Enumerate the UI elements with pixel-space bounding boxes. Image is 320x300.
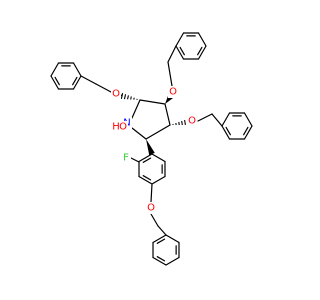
atom-fluorine: F (121, 152, 131, 164)
bond-c5-n (131, 127, 147, 140)
hashed-bond-c2-ch2 (127, 95, 129, 100)
fluoroaryl-ring-double-bond (142, 175, 152, 181)
benzyl-ring-top-right-bond (175, 32, 185, 47)
bond-o-ch2-d (150, 213, 159, 227)
benzyl-ring-bottom-double-bond (156, 256, 166, 262)
fluoroaryl-ring-bond (151, 175, 166, 185)
fluoroaryl-ring-bond (138, 175, 153, 185)
atom-o-aryl-benzyloxy: O (146, 202, 156, 214)
bond-ch2-d (157, 225, 167, 236)
bond-ch2-c (211, 113, 223, 127)
atom-o-top-benzyloxy: O (168, 86, 178, 98)
bond-layer (50, 32, 253, 266)
benzyl-ring-top-left-bond (72, 62, 82, 77)
hashed-bond-c4-o (184, 119, 186, 126)
benzyl-ring-top-left-double-bond (54, 76, 60, 86)
fluoroaryl-ring-bond (151, 153, 166, 163)
atom-label-layer: O O O N H O F O (111, 86, 197, 214)
benzyl-ring-top-left-bond (50, 62, 60, 77)
bond-o-ch2-c (197, 113, 213, 122)
bond-c-f (130, 157, 140, 163)
bond-ch2-o-a (95, 83, 112, 93)
label-o-aryl-benzyloxy: O (147, 203, 155, 214)
label-o-on-n: O (119, 122, 127, 133)
benzyl-ring-right-bond (221, 112, 231, 127)
fluoroaryl-ring-double-bond (142, 157, 152, 163)
bond-c4-c5 (145, 124, 171, 140)
bond-ch2-b (167, 45, 177, 63)
benzyl-ring-bottom-double-bond (156, 238, 166, 244)
hashed-bond-c2-ch2 (123, 94, 127, 100)
bond-c3-c4 (164, 103, 171, 126)
benzyl-ring-bottom-bond (152, 234, 167, 244)
benzyl-ring-top-right-bond (175, 45, 185, 60)
bond-c2-c3 (139, 99, 166, 105)
benzyl-ring-bottom-bond (165, 256, 180, 266)
benzyl-ring-right-bond (243, 112, 253, 127)
bond-ch2-a (80, 75, 97, 85)
bond-ch2-o-b (167, 61, 173, 87)
atom-o-right-benzyloxy: O (187, 115, 197, 127)
bond-aryl-o (150, 183, 153, 203)
bond-n-c2 (131, 99, 141, 119)
hashed-bond-c4-o (181, 120, 183, 126)
benzyl-ring-top-left-double-bond (72, 76, 78, 86)
label-o-benzyloxymethyl: O (112, 89, 120, 100)
label-o-right-benzyloxy: O (188, 116, 196, 127)
atom-o-benzyloxymethyl: O (111, 88, 121, 100)
benzyl-ring-top-left-bond (50, 75, 60, 90)
benzyl-ring-top-right-bond (197, 45, 207, 60)
hashed-bond-c2-ch2 (130, 96, 132, 100)
benzyl-ring-bottom-bond (165, 234, 180, 244)
label-o-top-benzyloxy: O (169, 87, 177, 98)
benzyl-ring-right-double-bond (243, 126, 249, 136)
benzyl-ring-top-right-bond (197, 32, 207, 47)
wedge-bond-c5-aryl (146, 139, 155, 156)
atom-oh-on-n: H O (111, 121, 128, 133)
benzyl-ring-right-double-bond (225, 126, 231, 136)
benzyl-ring-top-left-bond (72, 75, 82, 90)
label-fluorine: F (123, 153, 129, 164)
fluoroaryl-ring-bond (138, 153, 153, 163)
molecule-structure: O O O N H O F O (50, 32, 253, 266)
benzyl-ring-top-right-double-bond (179, 46, 185, 56)
benzyl-ring-bottom-bond (152, 256, 167, 266)
label-h-on-o: H (112, 122, 120, 133)
benzyl-ring-top-right-double-bond (197, 46, 203, 56)
benzyl-ring-right-bond (221, 125, 231, 140)
benzyl-ring-right-bond (243, 125, 253, 140)
